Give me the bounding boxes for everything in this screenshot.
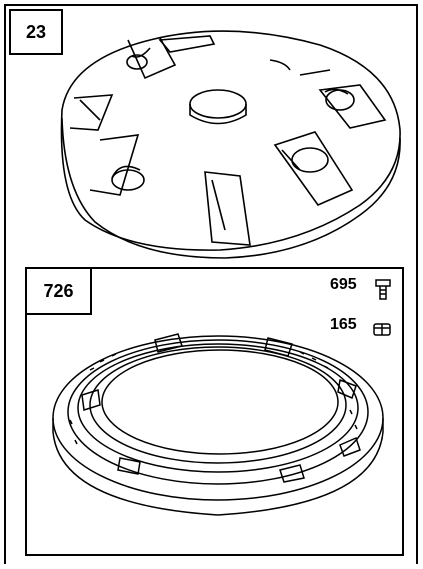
hardware-ref-165: 165 bbox=[330, 316, 357, 333]
hardware-callout-695: 695 bbox=[330, 276, 357, 294]
flywheel-cover-drawing bbox=[60, 30, 401, 259]
part-ref-726-label: 726 bbox=[43, 280, 74, 301]
hardware-callout-165: 165 bbox=[330, 316, 357, 334]
part-ref-23-label: 23 bbox=[25, 21, 47, 42]
inset-frame bbox=[25, 267, 404, 556]
bolt-icon bbox=[375, 279, 391, 300]
part-ref-726: 726 bbox=[25, 267, 92, 315]
diagram-sheet bbox=[4, 4, 418, 564]
seal-ring-drawing bbox=[52, 333, 384, 516]
hardware-ref-695: 695 bbox=[330, 276, 357, 293]
nut-icon bbox=[373, 323, 391, 336]
part-ref-23: 23 bbox=[9, 9, 63, 55]
